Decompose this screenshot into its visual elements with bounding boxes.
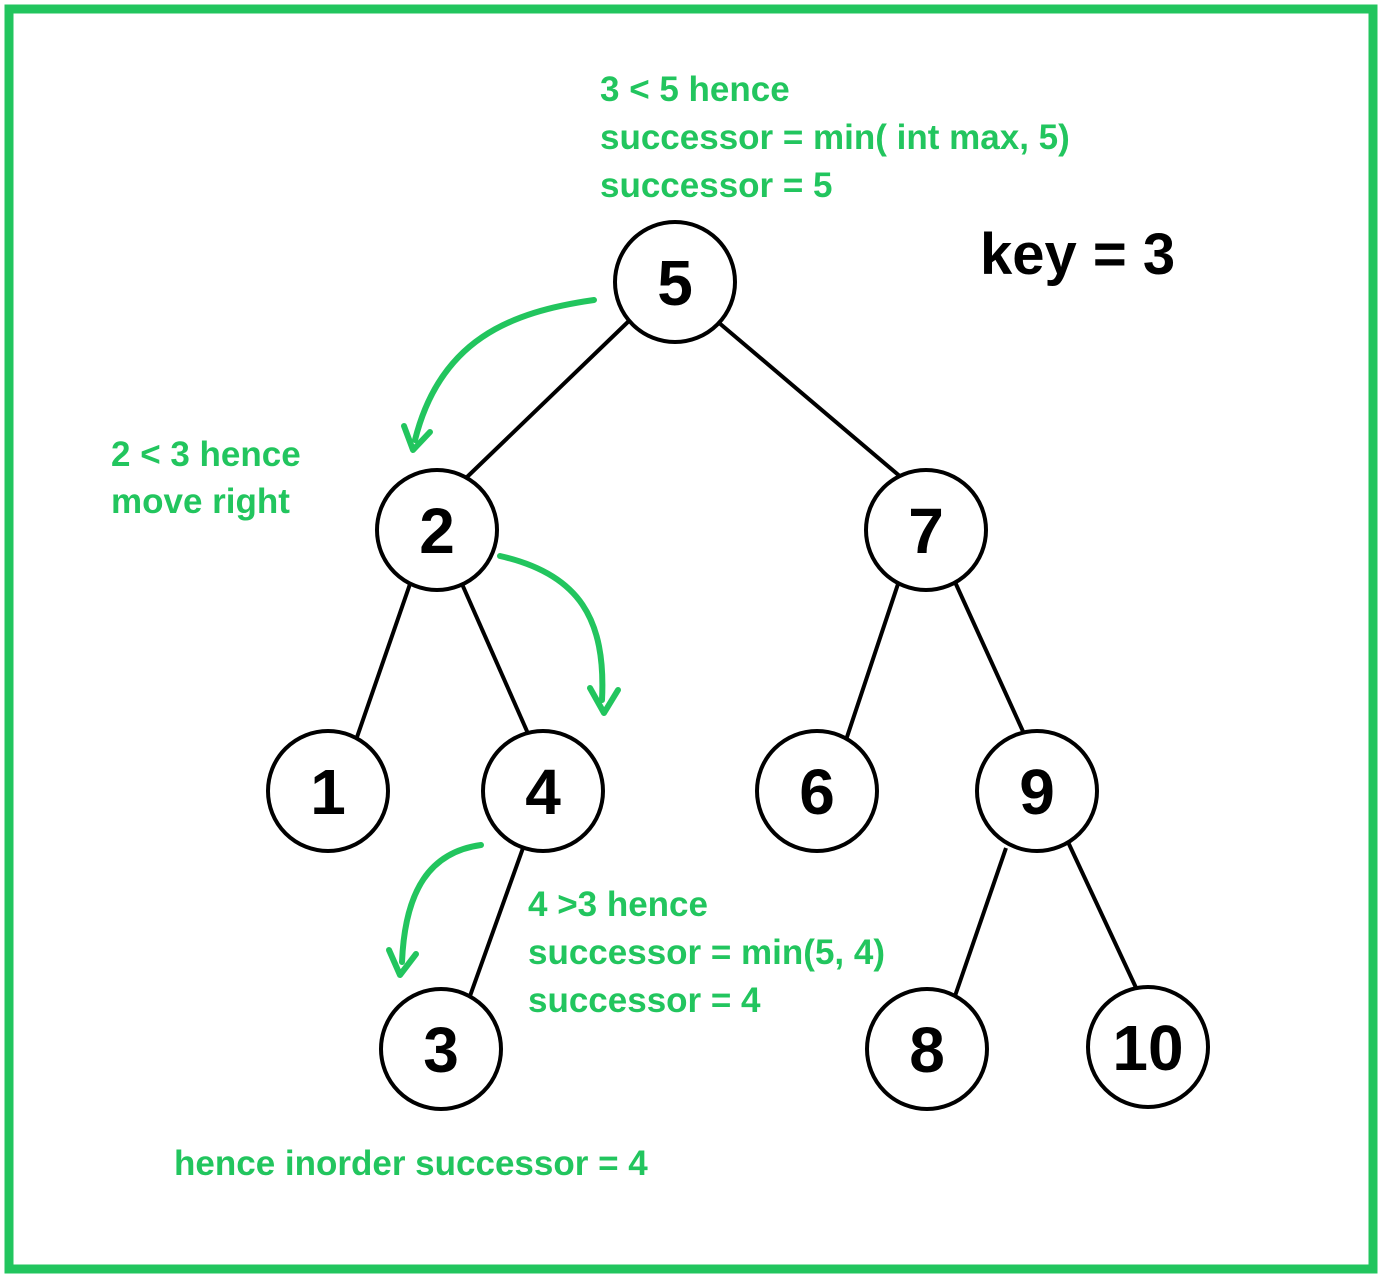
node-5: 5 — [613, 220, 737, 344]
node-9: 9 — [975, 729, 1099, 853]
node-label-5: 5 — [657, 247, 693, 319]
node-3: 3 — [379, 987, 503, 1111]
edge-9-8 — [953, 847, 1008, 997]
node-label-2: 2 — [419, 495, 455, 567]
edge-5-2 — [464, 316, 634, 480]
tree-edges — [354, 316, 1140, 997]
annotation-result: hence inorder successor = 4 — [174, 1144, 648, 1183]
node-4: 4 — [481, 729, 605, 853]
annotation-root-line-3: successor = 5 — [600, 166, 833, 205]
annotation-root: 3 < 5 hence successor = min( int max, 5)… — [600, 70, 1070, 205]
frame-border — [4, 4, 1378, 1274]
annotation-root-line-2: successor = min( int max, 5) — [600, 118, 1070, 157]
node-1: 1 — [266, 729, 390, 853]
annotation-node-2: 2 < 3 hence move right — [111, 435, 301, 521]
node-10: 10 — [1086, 985, 1210, 1109]
edge-7-9 — [953, 581, 1028, 739]
annotation-node-4: 4 >3 hence successor = min(5, 4) success… — [528, 885, 885, 1020]
annotation-node4-line-3: successor = 4 — [528, 981, 761, 1020]
arrow-2-to-right — [497, 553, 621, 716]
annotation-root-line-1: 3 < 5 hence — [600, 70, 790, 109]
node-label-4: 4 — [525, 756, 561, 828]
node-label-7: 7 — [908, 495, 944, 567]
edge-4-3 — [468, 847, 525, 997]
annotation-node2-line-1: 2 < 3 hence — [111, 435, 301, 474]
annotation-node4-line-2: successor = min(5, 4) — [528, 933, 885, 972]
edge-5-7 — [716, 320, 904, 480]
node-label-6: 6 — [799, 756, 835, 828]
node-2: 2 — [375, 468, 499, 592]
node-7: 7 — [864, 468, 988, 592]
node-8: 8 — [865, 987, 989, 1111]
annotation-node4-line-1: 4 >3 hence — [528, 885, 708, 924]
node-label-1: 1 — [310, 756, 346, 828]
annotation-node2-line-2: move right — [111, 482, 290, 521]
node-label-3: 3 — [423, 1014, 459, 1086]
traversal-arrows — [386, 297, 621, 978]
node-label-10: 10 — [1112, 1012, 1183, 1084]
arrow-4-to-3 — [386, 842, 484, 978]
key-label: key = 3 — [980, 222, 1175, 287]
edge-7-6 — [844, 583, 900, 741]
tree-nodes: 5 2 7 1 4 6 9 3 — [266, 220, 1210, 1111]
node-6: 6 — [755, 729, 879, 853]
edge-2-4 — [460, 583, 532, 739]
edge-9-10 — [1066, 841, 1140, 993]
edge-2-1 — [354, 583, 412, 741]
node-label-9: 9 — [1019, 756, 1055, 828]
node-label-8: 8 — [909, 1014, 945, 1086]
arrow-root-to-2 — [401, 297, 597, 453]
